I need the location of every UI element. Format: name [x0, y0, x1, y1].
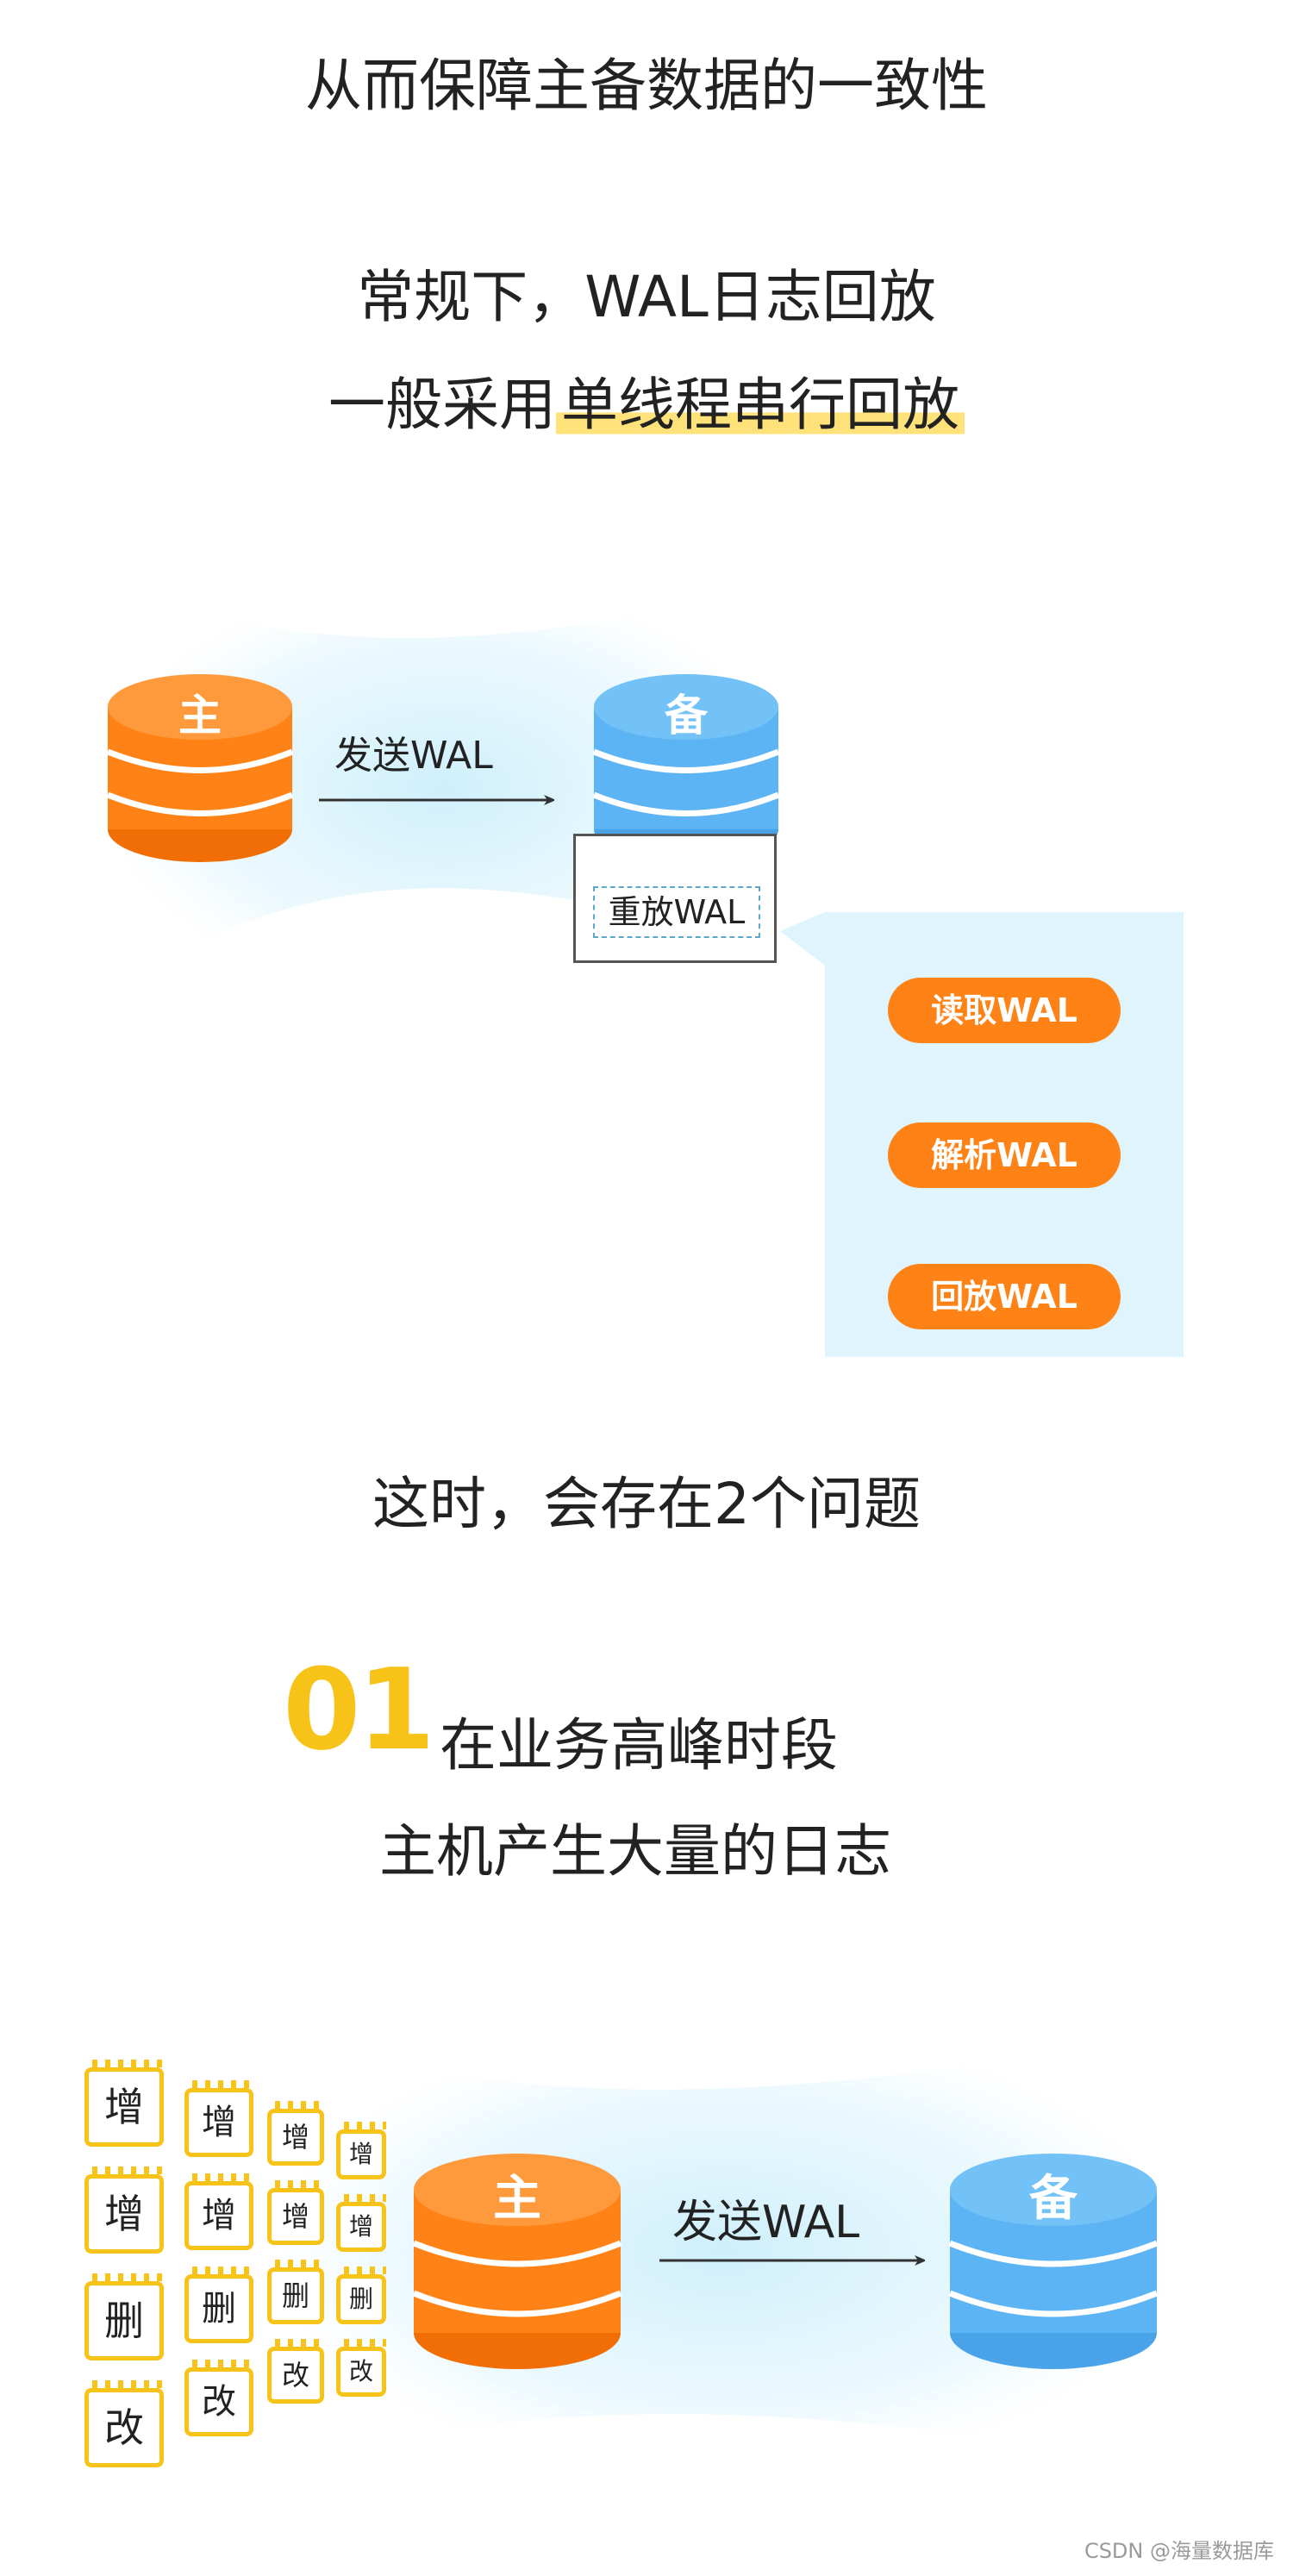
op-delete-icon: 删 — [84, 2273, 164, 2360]
replay-wal-label: 重放WAL — [593, 886, 760, 938]
standby-db-icon-2 — [948, 2154, 1159, 2369]
heading-wal-replay: 常规下，WAL日志回放 — [357, 264, 936, 330]
op-delete-icon: 删 — [267, 2260, 324, 2324]
op-update-icon: 改 — [84, 2380, 164, 2467]
op-insert-icon: 增 — [184, 2080, 253, 2157]
op-update-icon: 改 — [267, 2339, 324, 2404]
op-update-icon: 改 — [336, 2339, 386, 2397]
step-apply-wal: 回放WAL — [888, 1264, 1121, 1329]
step-read-wal: 读取WAL — [888, 978, 1121, 1043]
op-update-icon: 改 — [184, 2360, 253, 2436]
primary-label-2: 主 — [493, 2171, 541, 2227]
replay-connector — [780, 912, 825, 966]
problem-line1: 在业务高峰时段 — [440, 1712, 838, 1779]
op-insert-icon: 增 — [267, 2180, 324, 2245]
primary-db-icon-2 — [412, 2154, 622, 2369]
heading-serial-replay: 一般采用单线程串行回放 — [0, 371, 1293, 440]
send-wal-label: 发送WAL — [334, 734, 493, 778]
problem-line2: 主机产生大量的日志 — [379, 1818, 891, 1885]
op-insert-icon: 增 — [336, 2194, 386, 2252]
op-insert-icon: 增 — [267, 2101, 324, 2166]
op-insert-icon: 增 — [84, 2060, 164, 2147]
op-delete-icon: 删 — [336, 2267, 386, 2324]
primary-db-icon — [106, 674, 294, 862]
replay-box: 重放WAL — [573, 834, 777, 963]
send-wal-label-2: 发送WAL — [672, 2197, 860, 2248]
heading-consistency: 从而保障主备数据的一致性 — [305, 53, 988, 119]
standby-label: 备 — [665, 691, 708, 741]
heading-two-problems: 这时，会存在2个问题 — [372, 1471, 921, 1537]
op-insert-icon: 增 — [84, 2166, 164, 2254]
op-insert-icon: 增 — [336, 2122, 386, 2179]
standby-label-2: 备 — [1029, 2171, 1078, 2227]
watermark: CSDN @海量数据库 — [1084, 2539, 1274, 2563]
heading-serial-prefix: 一般采用 — [328, 372, 556, 438]
op-insert-icon: 增 — [184, 2173, 253, 2250]
step-parse-wal: 解析WAL — [888, 1122, 1121, 1188]
primary-label: 主 — [178, 691, 222, 741]
problem-number: 01 — [283, 1644, 435, 1775]
op-delete-icon: 删 — [184, 2267, 253, 2343]
heading-serial-highlight: 单线程串行回放 — [556, 372, 965, 438]
